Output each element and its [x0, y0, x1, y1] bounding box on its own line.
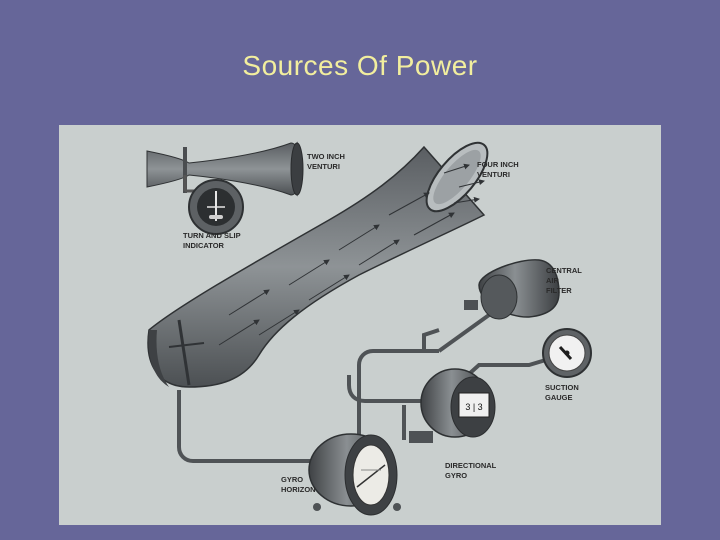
slide-title: Sources Of Power	[0, 50, 720, 82]
label-four-inch-venturi: FOUR INCH VENTURI	[477, 160, 521, 179]
central-air-filter	[464, 260, 559, 319]
label-turn-and-slip-indicator: TURN AND SLIP INDICATOR	[183, 231, 243, 250]
turn-and-slip-instrument-icon	[185, 180, 243, 234]
directional-gyro-instrument-icon: 3 | 3	[409, 369, 495, 443]
suction-gauge-instrument-icon	[543, 329, 591, 377]
svg-text:3 | 3: 3 | 3	[465, 402, 482, 412]
label-two-inch-venturi: TWO INCH VENTURI	[307, 152, 347, 171]
venturi-system-diagram: 3 | 3 TWO INCH VENTURI FOUR INCH VENTURI…	[59, 125, 661, 525]
label-suction-gauge: SUCTION GAUGE	[545, 383, 581, 402]
label-central-air-filter: CENTRAL AIR FILTER	[546, 266, 584, 295]
gyro-horizon-instrument-icon	[309, 434, 401, 515]
label-directional-gyro: DIRECTIONAL GYRO	[445, 461, 498, 480]
venturi-diagram-panel: 3 | 3 TWO INCH VENTURI FOUR INCH VENTURI…	[59, 125, 661, 525]
